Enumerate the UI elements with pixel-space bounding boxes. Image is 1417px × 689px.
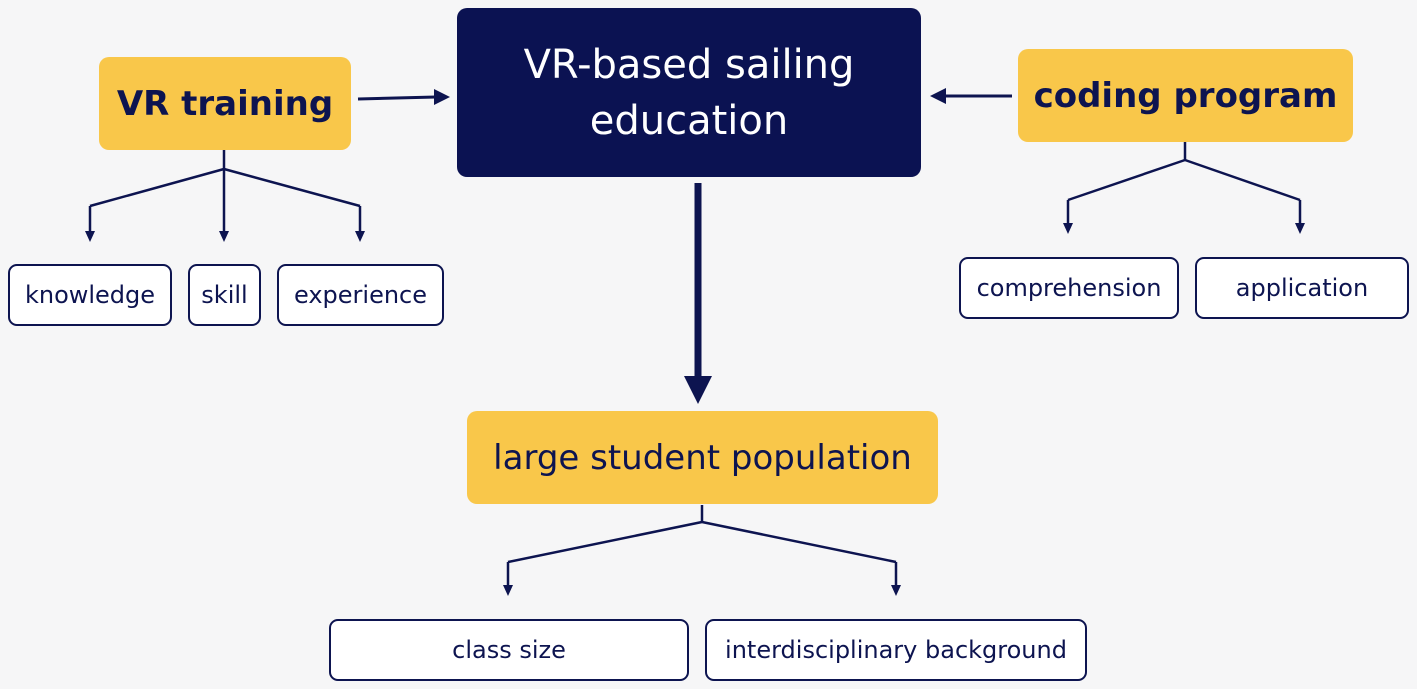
arrow-vr-training-to-center bbox=[357, 95, 437, 101]
leaf-class-size-label: class size bbox=[452, 636, 566, 664]
population-branches bbox=[506, 505, 898, 588]
center-node: VR-based sailing education bbox=[457, 8, 921, 177]
arrowhead-vr-training bbox=[434, 89, 450, 105]
leaf-skill: skill bbox=[188, 264, 261, 326]
leaf-interdisciplinary-background: interdisciplinary background bbox=[705, 619, 1087, 681]
vr-training-node: VR training bbox=[99, 57, 351, 150]
population-branch-arrowheads bbox=[503, 585, 901, 596]
large-student-population-node: large student population bbox=[467, 411, 938, 504]
leaf-application-label: application bbox=[1235, 274, 1369, 302]
coding-program-node: coding program bbox=[1018, 49, 1353, 142]
vr-training-branches bbox=[88, 150, 362, 234]
center-node-label: VR-based sailing education bbox=[523, 41, 855, 144]
leaf-interdisciplinary-background-label: interdisciplinary background bbox=[725, 636, 1067, 664]
leaf-comprehension: comprehension bbox=[959, 257, 1179, 319]
leaf-knowledge: knowledge bbox=[8, 264, 172, 326]
leaf-experience: experience bbox=[277, 264, 444, 326]
leaf-knowledge-label: knowledge bbox=[24, 281, 156, 309]
vr-training-branch-arrowheads bbox=[85, 231, 365, 242]
arrowhead-population bbox=[684, 376, 712, 404]
leaf-comprehension-label: comprehension bbox=[976, 274, 1162, 302]
vr-training-label: VR training bbox=[116, 83, 334, 124]
leaf-application: application bbox=[1195, 257, 1409, 319]
coding-program-branch-arrowheads bbox=[1063, 223, 1305, 234]
leaf-skill-label: skill bbox=[201, 281, 248, 309]
coding-program-branches bbox=[1066, 142, 1302, 226]
large-student-population-label: large student population bbox=[493, 437, 912, 478]
leaf-class-size: class size bbox=[329, 619, 689, 681]
arrowhead-coding-program bbox=[930, 88, 946, 104]
leaf-experience-label: experience bbox=[293, 281, 428, 309]
coding-program-label: coding program bbox=[1033, 75, 1338, 116]
